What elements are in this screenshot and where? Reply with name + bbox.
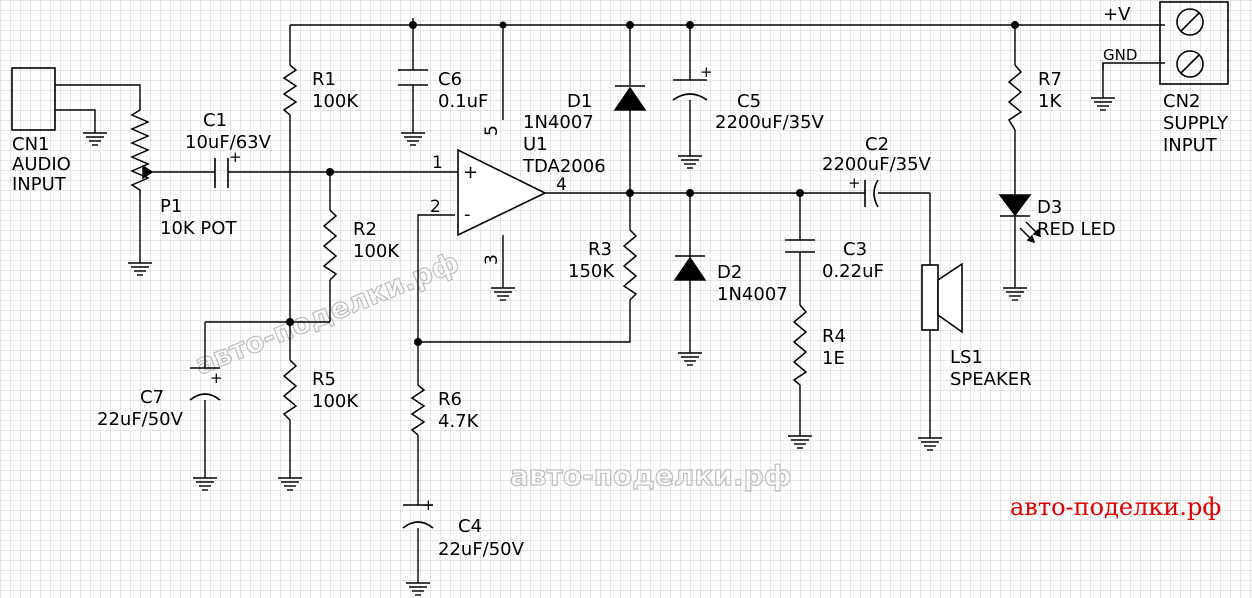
r5-value-label: 100K (312, 391, 359, 412)
u1-ref-label: U1 (523, 134, 548, 155)
resistor-r5 (282, 359, 298, 421)
diode-d1 (613, 85, 647, 111)
r7-value-label: 1K (1038, 91, 1062, 112)
d1-value-label: 1N4007 (523, 112, 594, 133)
d3-value-label: RED LED (1037, 219, 1116, 240)
r1-ref-label: R1 (312, 69, 336, 90)
resistor-r6 (410, 384, 426, 436)
capacitor-c4 (402, 504, 434, 529)
p1-value-label: 10K POT (160, 218, 237, 239)
resistor-r4 (792, 304, 808, 386)
pin2-label: 2 (430, 197, 441, 217)
cn1-line1-label: AUDIO (12, 154, 71, 175)
c5-plus-label: + (700, 63, 713, 81)
cn2-line2-label: INPUT (1163, 135, 1218, 156)
speaker-ls1 (921, 262, 963, 334)
pin3-label: 3 (482, 254, 502, 265)
led-d3 (998, 194, 1042, 244)
c2-ref-label: C2 (865, 134, 889, 155)
c3-ref-label: C3 (843, 239, 867, 260)
d2-value-label: 1N4007 (717, 284, 788, 305)
c3-value-label: 0.22uF (822, 261, 884, 282)
c1-ref-label: C1 (203, 110, 227, 131)
c5-value-label: 2200uF/35V (715, 112, 825, 133)
capacitor-c5 (672, 79, 708, 101)
r7-ref-label: R7 (1038, 69, 1062, 90)
c6-value-label: 0.1uF (438, 91, 488, 112)
resistor-r3 (622, 229, 638, 301)
resistor-r1 (282, 64, 298, 116)
junctions (286, 21, 1019, 346)
r3-value-label: 150K (568, 261, 615, 282)
d2-ref-label: D2 (717, 262, 742, 283)
c1-value-label: 10uF/63V (185, 132, 272, 153)
vplus-label: +V (1103, 4, 1131, 25)
capacitor-c2 (864, 179, 879, 208)
u1-value-label: TDA2006 (522, 156, 606, 177)
r2-value-label: 100K (353, 241, 400, 262)
pin4-label: 4 (556, 175, 567, 195)
r6-value-label: 4.7K (438, 411, 480, 432)
c2-plus-label: + (848, 174, 861, 192)
c4-ref-label: C4 (458, 516, 482, 537)
capacitor-c1 (214, 158, 229, 188)
r1-value-label: 100K (312, 91, 359, 112)
c2-value-label: 2200uF/35V (822, 154, 932, 175)
opamp-minus-label: - (464, 204, 471, 225)
wires (55, 18, 1165, 575)
gnd-label: GND (1103, 46, 1137, 64)
r3-ref-label: R3 (588, 239, 612, 260)
amplifier-u1 (435, 148, 547, 237)
d1-ref-label: D1 (567, 91, 592, 112)
r4-value-label: 1E (822, 348, 845, 369)
capacitor-c6 (398, 69, 428, 86)
diode-d2 (673, 255, 707, 281)
r2-ref-label: R2 (353, 219, 377, 240)
r6-ref-label: R6 (438, 389, 462, 410)
cn1-line2-label: INPUT (12, 174, 67, 195)
d3-ref-label: D3 (1037, 197, 1062, 218)
capacitor-c7 (189, 367, 221, 401)
supply-input-connector (1159, 1, 1229, 85)
cn2-line1-label: SUPPLY (1163, 113, 1229, 134)
c5-ref-label: C5 (737, 91, 761, 112)
p1-ref-label: P1 (160, 196, 182, 217)
r4-ref-label: R4 (822, 326, 846, 347)
c7-ref-label: C7 (140, 387, 164, 408)
c4-value-label: 22uF/50V (438, 539, 525, 560)
capacitor-c3 (785, 239, 815, 253)
c7-value-label: 22uF/50V (97, 409, 184, 430)
c4-plus-label: + (422, 496, 435, 514)
c6-ref-label: C6 (438, 69, 462, 90)
cn2-ref-label: CN2 (1163, 91, 1201, 112)
c7-plus-label: + (210, 369, 223, 387)
c1-plus-label: + (229, 148, 242, 166)
resistor-r7 (1007, 64, 1023, 131)
r5-ref-label: R5 (312, 369, 336, 390)
watermark-horizontal: авто-поделки.рф (510, 459, 791, 492)
opamp-plus-label: + (463, 162, 478, 183)
audio-input-connector (11, 67, 56, 131)
ls1-ref-label: LS1 (950, 347, 983, 368)
cn1-ref-label: CN1 (12, 134, 50, 155)
potentiometer-p1 (130, 100, 153, 195)
ls1-value-label: SPEAKER (950, 369, 1032, 390)
pin5-label: 5 (482, 125, 502, 136)
resistor-r2 (322, 209, 338, 281)
pin1-label: 1 (432, 153, 443, 173)
site-caption: авто-поделки.рф (1010, 493, 1221, 521)
